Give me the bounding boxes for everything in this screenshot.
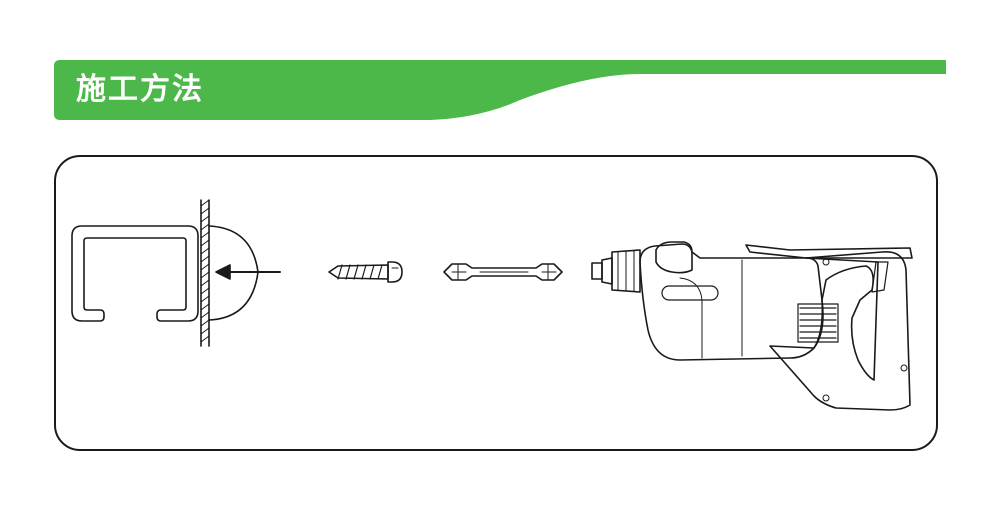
screw-icon	[328, 261, 403, 283]
driver-bit-icon	[443, 263, 563, 281]
section-header-bar	[54, 60, 946, 120]
section-title: 施工方法	[76, 72, 204, 107]
c-channel-icon	[71, 225, 199, 322]
arrow-icon	[215, 264, 281, 280]
header-band-shape	[54, 60, 946, 120]
power-drill-icon	[591, 241, 913, 411]
